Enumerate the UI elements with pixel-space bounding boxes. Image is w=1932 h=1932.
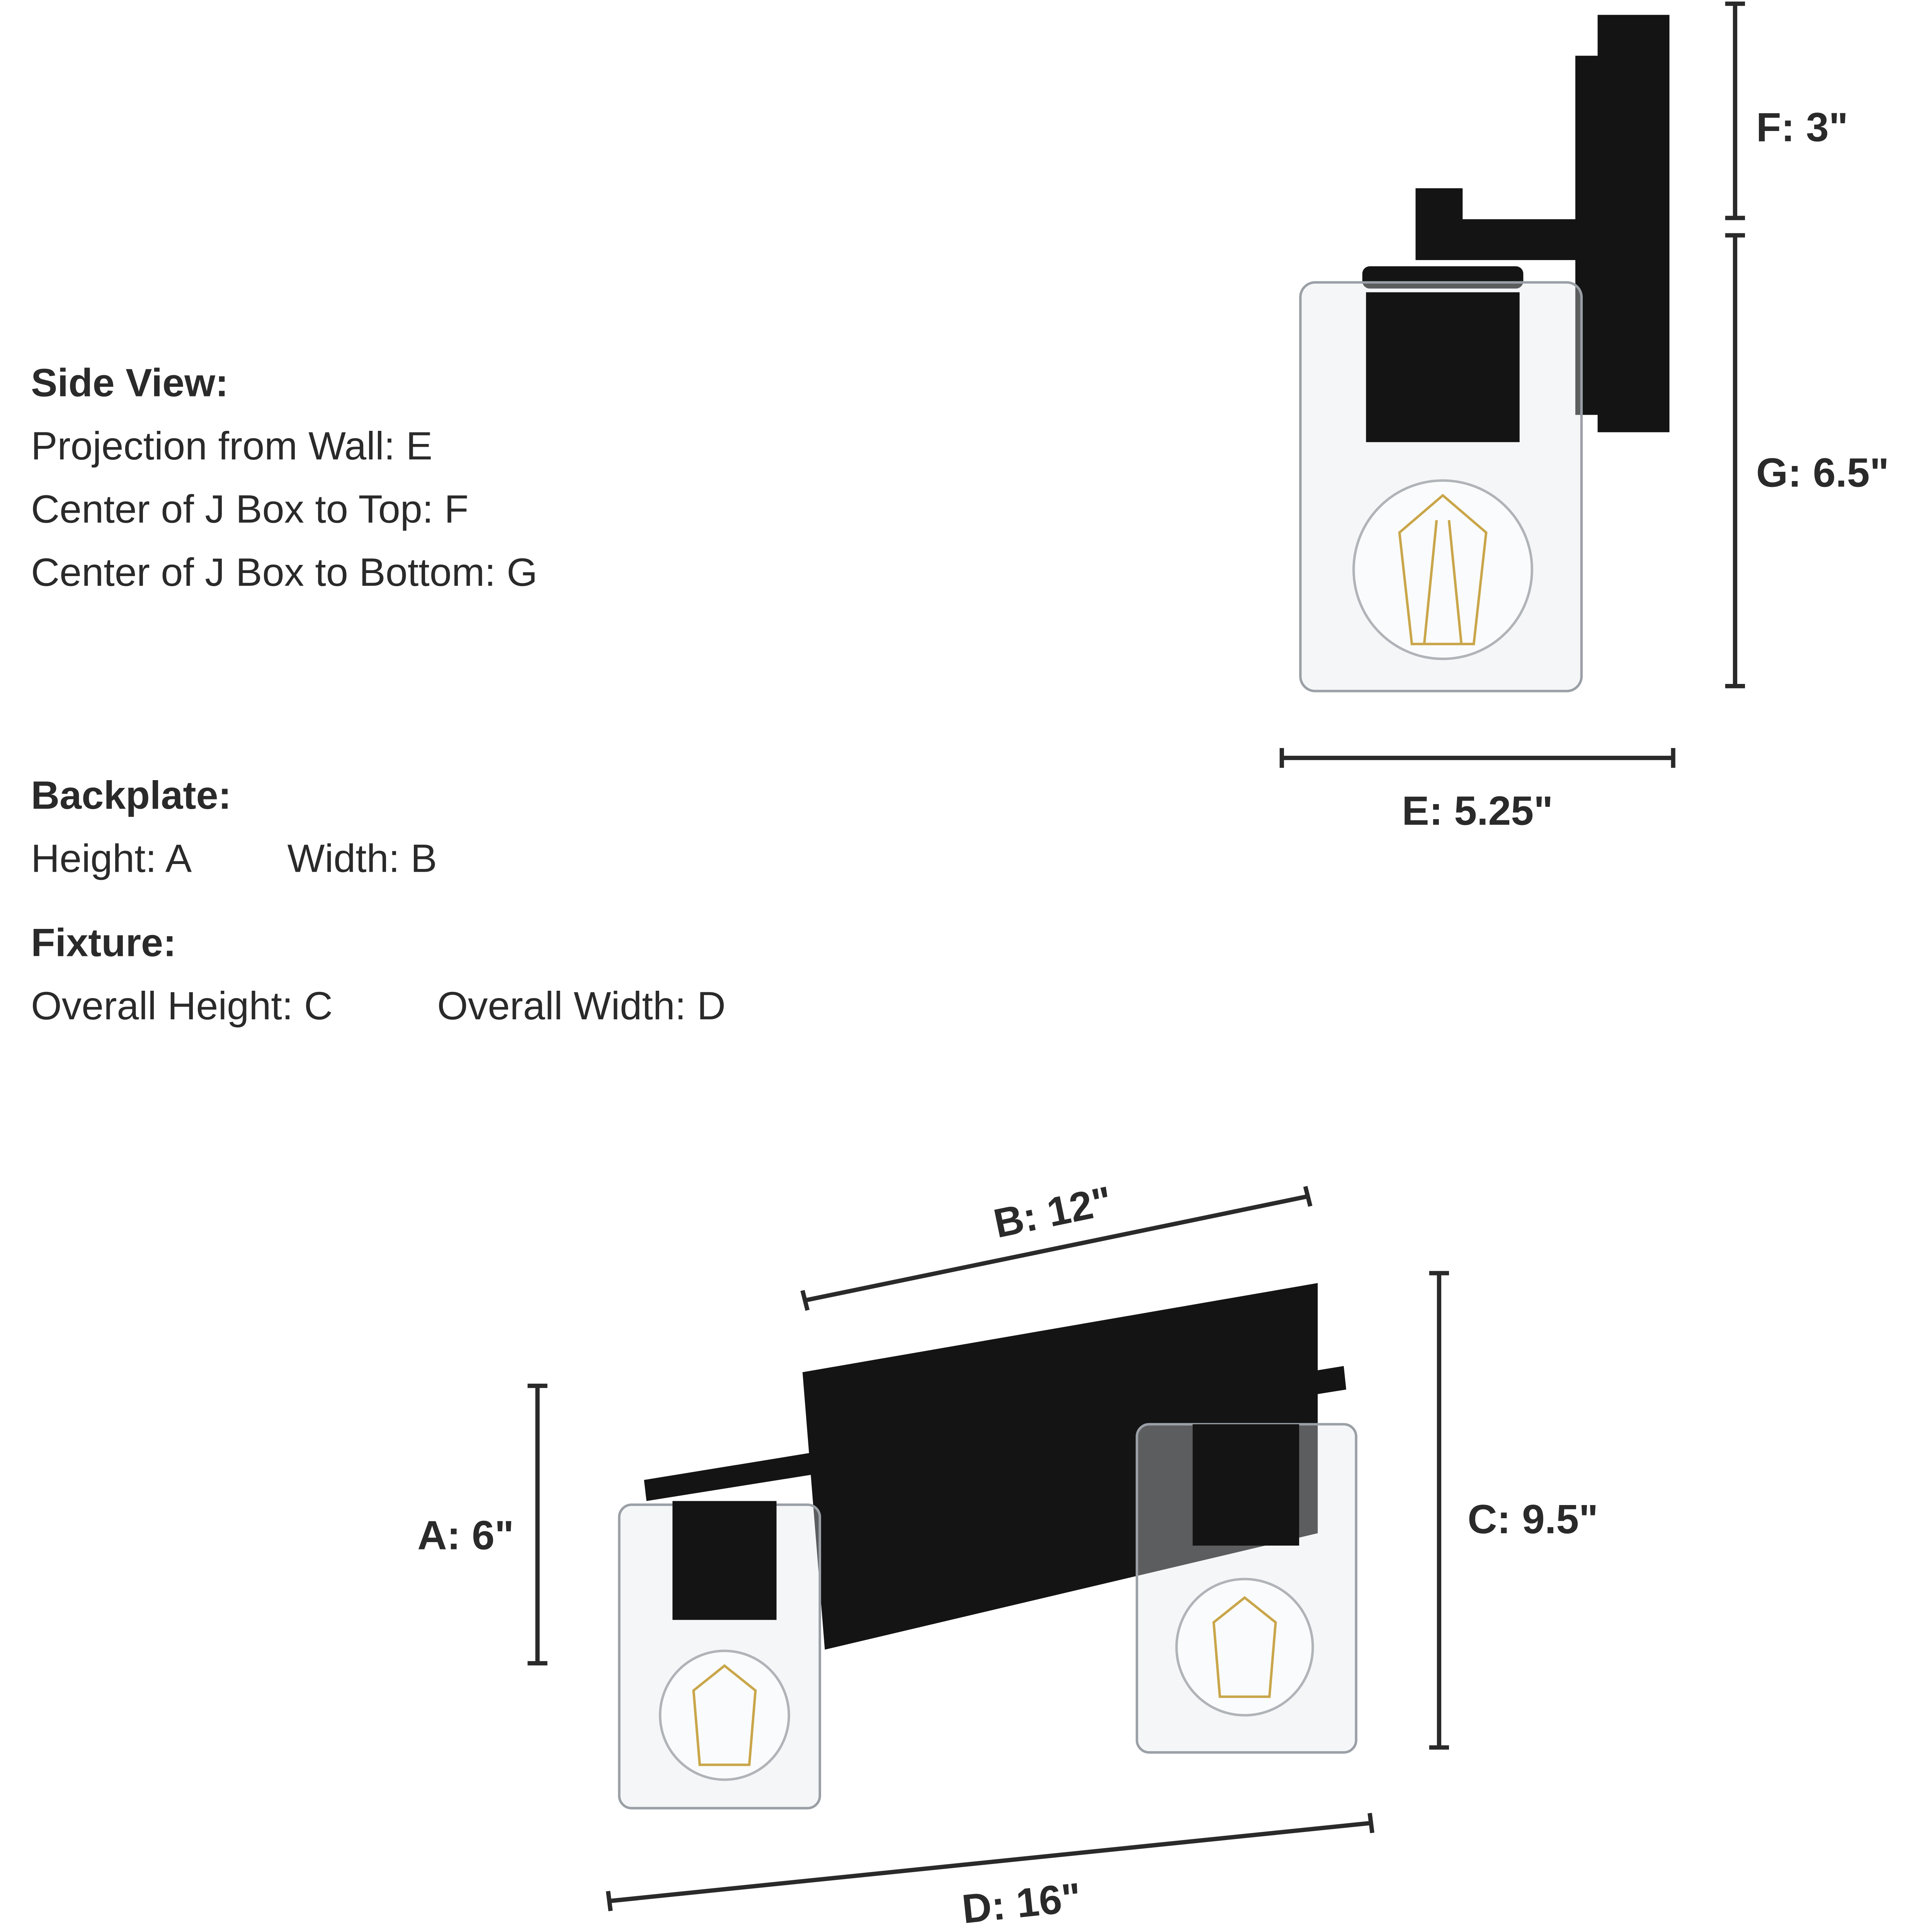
legend-line: Center of J Box to Top: F (31, 487, 468, 531)
dimension-f: F: 3" (1725, 2, 1848, 220)
fixture-heading: Fixture: (31, 920, 176, 964)
dimension-b: B: 12" (800, 1178, 1313, 1311)
dimension-e-label: E: 5.25" (1402, 788, 1553, 834)
dimension-e: E: 5.25" (1279, 748, 1675, 834)
fixture-height: Overall Height: C (31, 983, 333, 1028)
dimension-f-label: F: 3" (1756, 104, 1848, 150)
front-view-fixture (618, 1283, 1357, 1810)
fixture-width: Overall Width: D (437, 983, 725, 1028)
backplate-height: Height: A (31, 836, 192, 880)
dimension-d-label: D: 16" (960, 1874, 1083, 1932)
side-view-fixture (1299, 15, 1670, 692)
dimension-b-label: B: 12" (990, 1178, 1116, 1247)
dimension-c-label: C: 9.5" (1468, 1497, 1598, 1542)
legend-line: Center of J Box to Bottom: G (31, 550, 537, 594)
dimension-g: G: 6.5" (1725, 233, 1889, 689)
dimension-g-label: G: 6.5" (1756, 450, 1889, 496)
legend-line: Projection from Wall: E (31, 423, 432, 468)
backplate-heading: Backplate: (31, 773, 231, 817)
dimension-a-label: A: 6" (417, 1513, 514, 1558)
side-view-heading: Side View: (31, 361, 228, 405)
dimension-a: A: 6" (417, 1383, 548, 1666)
legend: Side View: Projection from Wall: E Cente… (31, 361, 726, 1028)
dimension-c: C: 9.5" (1429, 1271, 1598, 1750)
backplate-width: Width: B (287, 836, 437, 880)
dimension-d: D: 16" (606, 1813, 1374, 1932)
